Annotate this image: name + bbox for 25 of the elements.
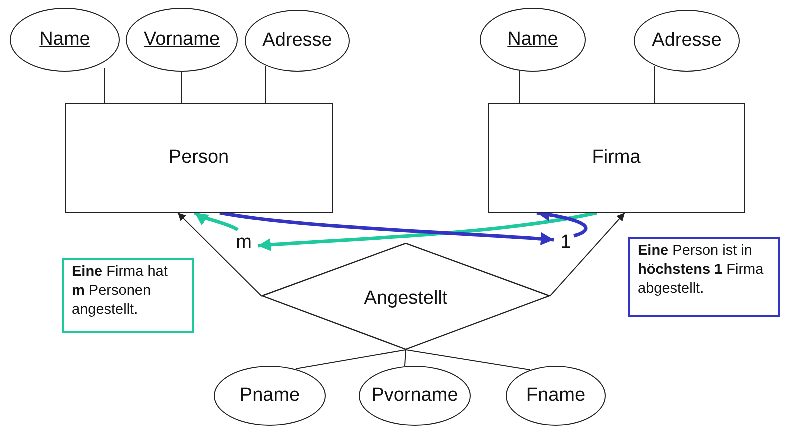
relationship-label: Angestellt <box>364 288 448 310</box>
connector-line <box>654 66 656 104</box>
attribute-ellipse: Name <box>480 8 586 72</box>
cardinality-label: m <box>232 230 256 256</box>
note-box: Eine Firma hat m Personen angestellt. <box>62 258 194 333</box>
entity-box: Person <box>65 103 333 213</box>
attribute-ellipse: Fname <box>506 366 606 426</box>
attribute-ellipse: Pvorname <box>359 366 471 426</box>
attribute-ellipse: Pname <box>214 366 326 426</box>
arrow <box>220 211 554 246</box>
note-box: Eine Person ist in höchstens 1 Firma abgestellt. <box>628 237 780 317</box>
attribute-ellipse: Name <box>10 8 120 72</box>
attribute-ellipse: Adresse <box>245 10 350 72</box>
connector-line <box>104 68 106 104</box>
connector-line <box>406 350 530 370</box>
entity-box: Firma <box>488 103 745 213</box>
arrow <box>178 212 262 297</box>
arrow <box>194 212 239 232</box>
arrow <box>258 211 598 252</box>
attribute-ellipse: Vorname <box>126 8 238 72</box>
attribute-ellipse: Adresse <box>634 10 740 72</box>
connector-line <box>296 350 406 370</box>
cardinality-label: 1 <box>556 230 576 256</box>
arrow <box>550 212 626 297</box>
connector-line <box>404 350 406 366</box>
